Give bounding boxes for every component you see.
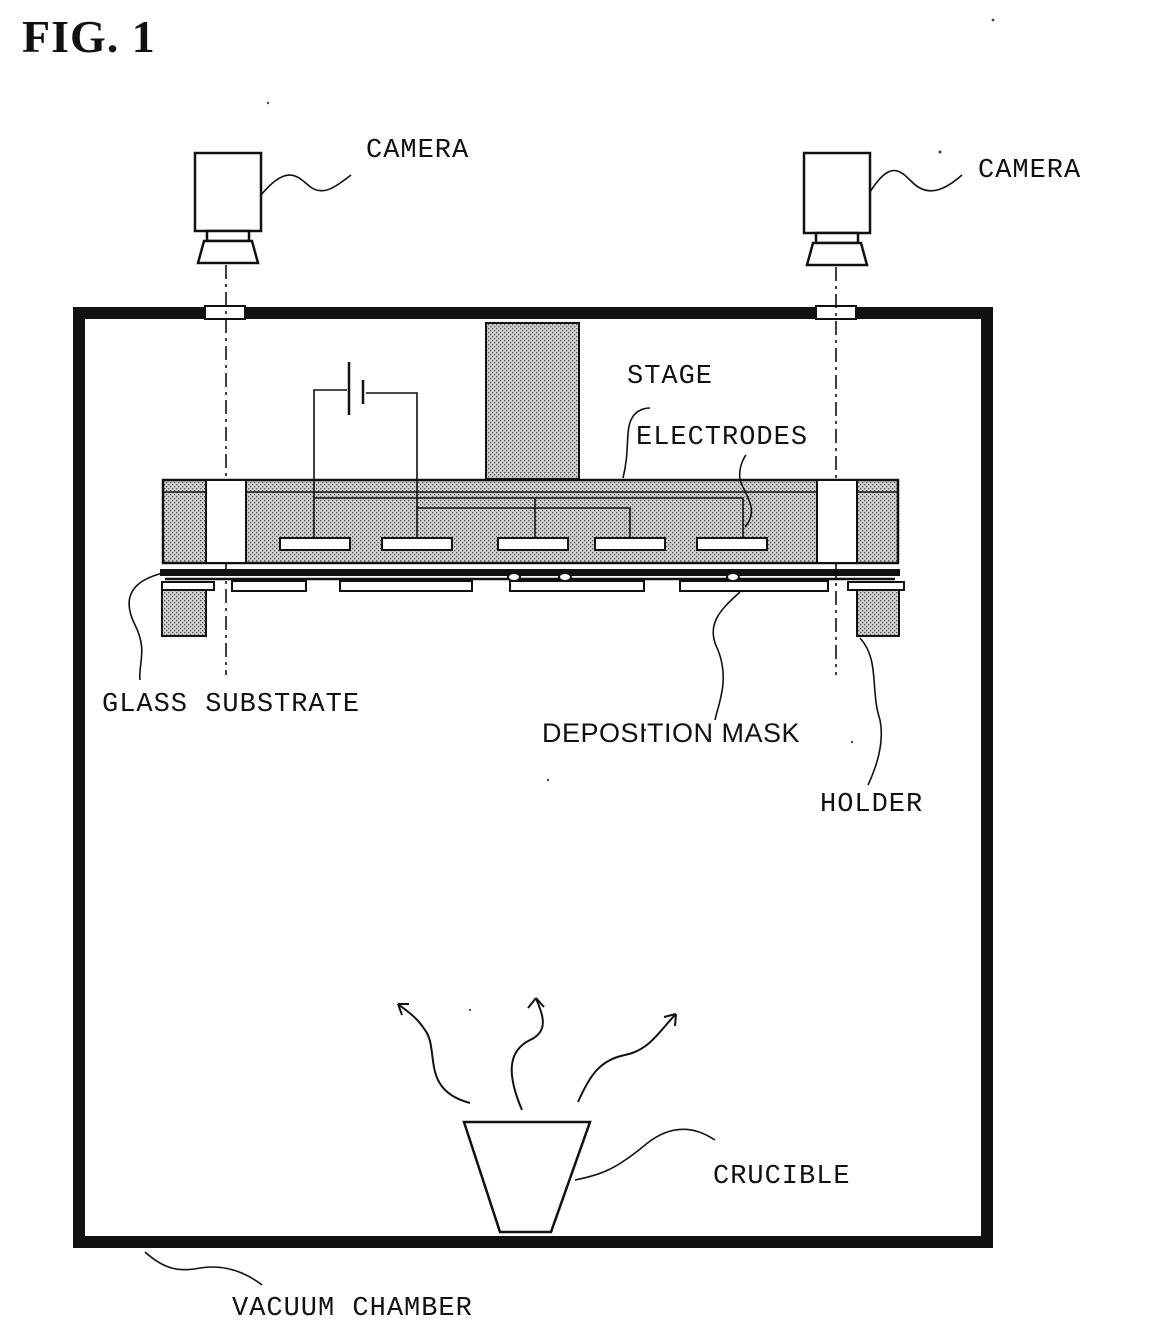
leader-camera-left — [261, 175, 351, 195]
left-camera — [195, 153, 261, 263]
vapor-arrows — [398, 998, 676, 1110]
label-electrodes: ELECTRODES — [636, 423, 808, 453]
leader-vacuum-chamber — [145, 1252, 262, 1285]
stage-right-hole — [817, 480, 857, 563]
label-vacuum-chamber: VACUUM CHAMBER — [232, 1294, 473, 1324]
figure-title: FIG. 1 — [22, 10, 156, 63]
label-holder: HOLDER — [820, 790, 923, 820]
leader-crucible — [575, 1129, 715, 1180]
crucible — [464, 1122, 590, 1232]
label-deposition-mask: DEPOSITION MASK — [542, 718, 800, 749]
right-camera — [804, 153, 870, 265]
label-camera-right: CAMERA — [978, 156, 1081, 186]
label-camera-left: CAMERA — [366, 136, 469, 166]
label-crucible: CRUCIBLE — [713, 1162, 851, 1192]
leader-glass-substrate — [129, 573, 163, 680]
leader-deposition-mask — [713, 592, 740, 720]
stage-left-hole — [206, 480, 246, 563]
label-glass-substrate: GLASS SUBSTRATE — [102, 690, 360, 720]
glass-substrate — [160, 569, 900, 576]
stage-column — [486, 323, 579, 479]
left-window — [205, 306, 245, 319]
leader-camera-right — [870, 171, 962, 193]
power-source-icon — [349, 362, 363, 415]
label-stage: STAGE — [627, 362, 713, 392]
leader-holder — [860, 638, 881, 785]
